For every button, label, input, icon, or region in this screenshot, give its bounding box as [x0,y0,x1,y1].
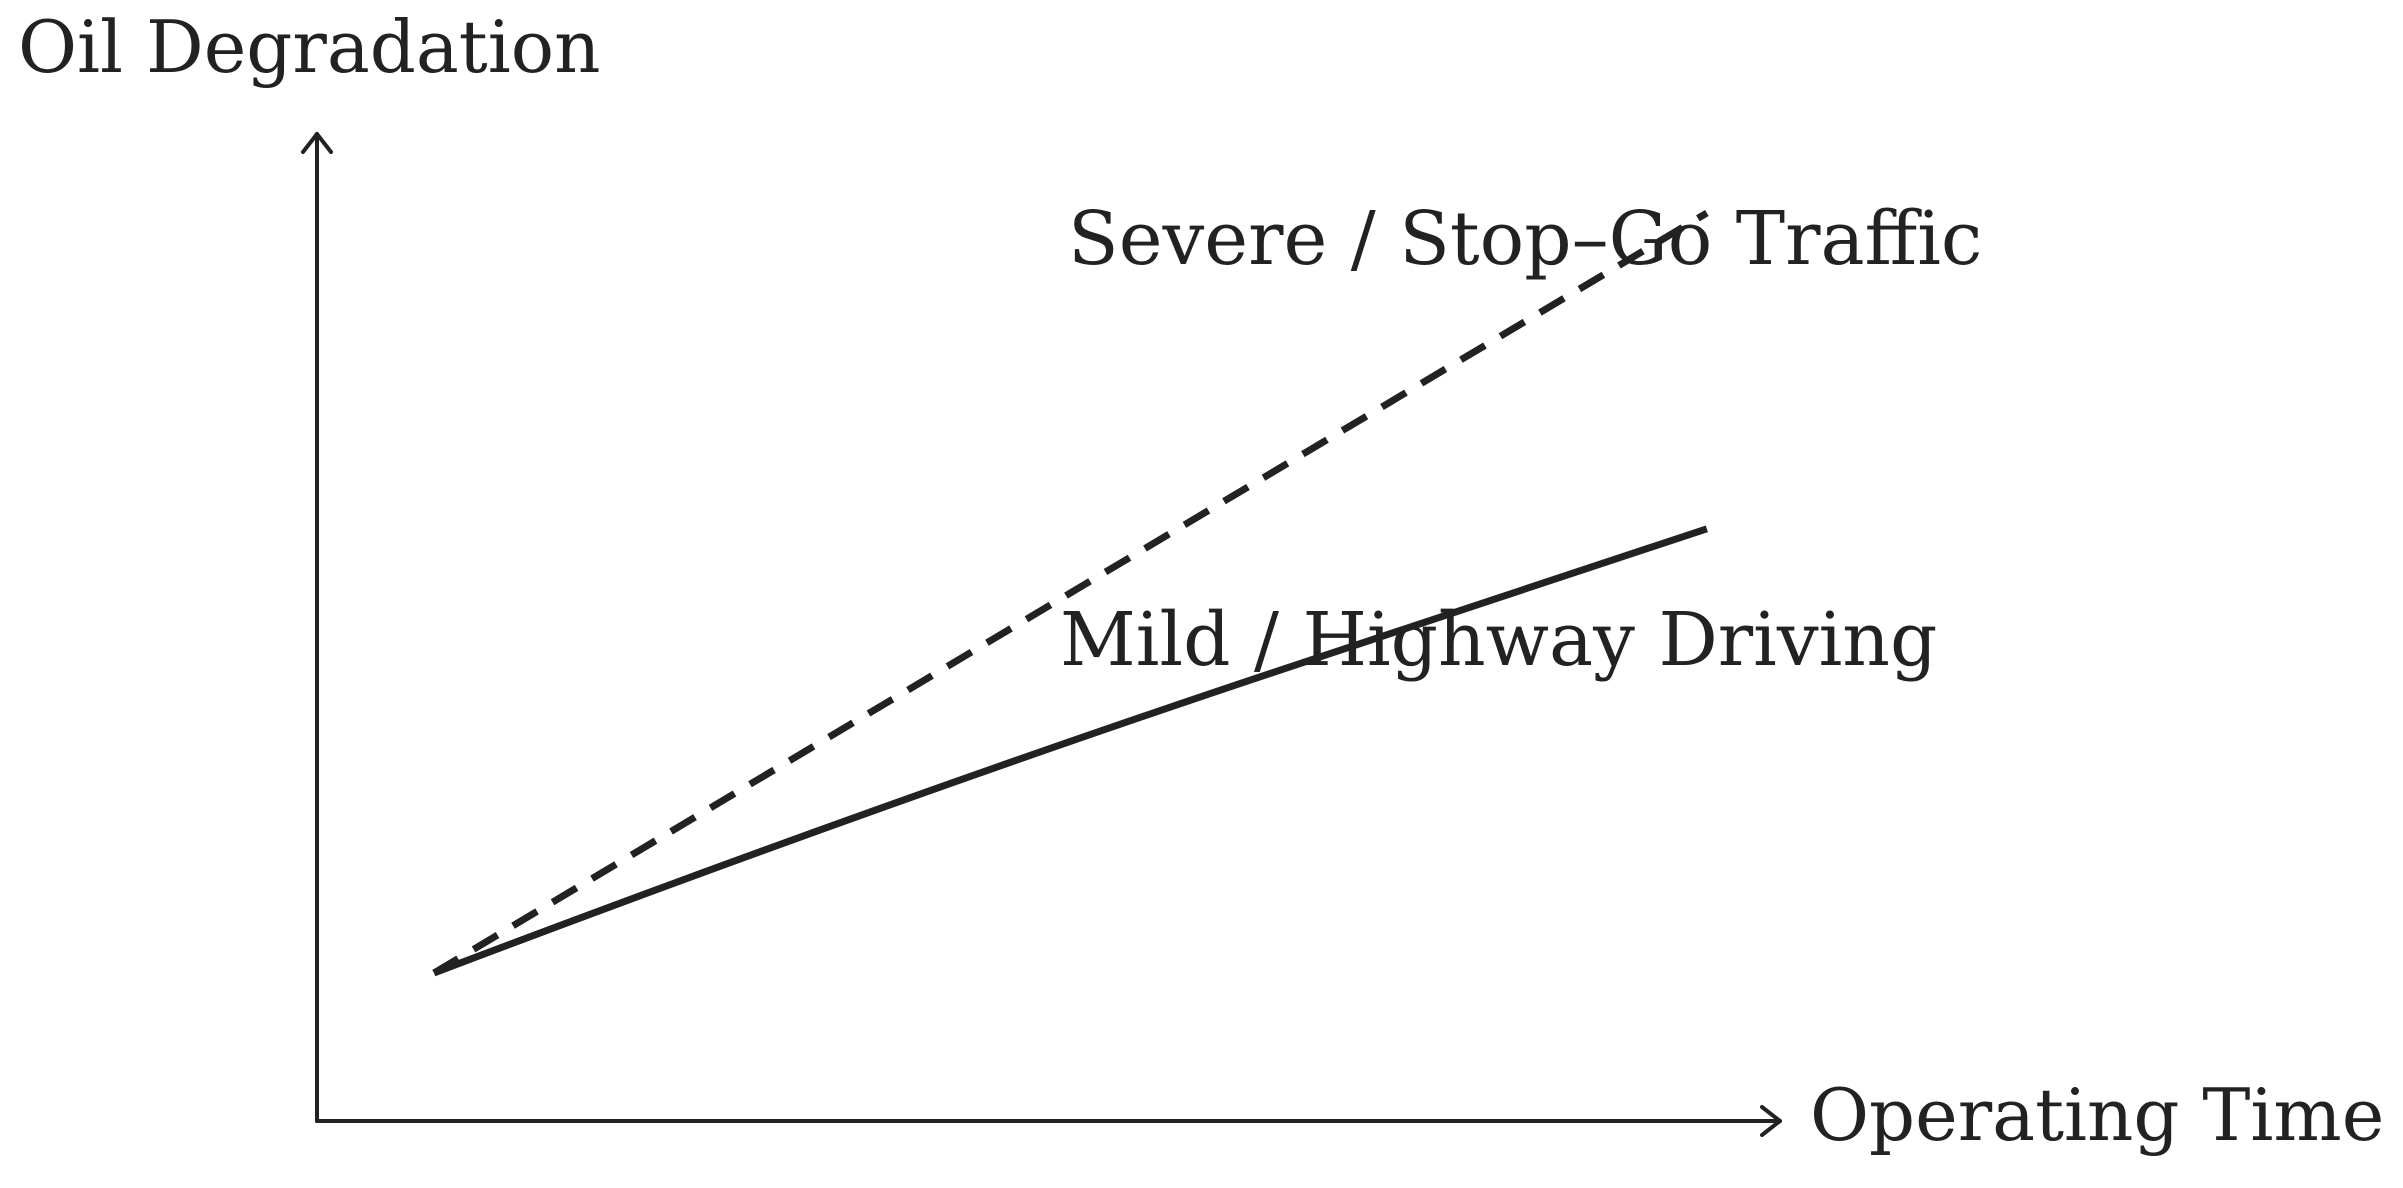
series-label-mild: Mild / Highway Driving [1060,597,1937,683]
x-axis-title: Operating Time [1810,1073,2384,1157]
series-line-severe [432,209,1709,976]
y-axis-arrow [301,132,333,154]
y-axis-title: Oil Degradation [18,5,600,89]
x-axis-arrow [1760,1105,1782,1137]
series-layer [432,209,1709,977]
series-label-severe: Severe / Stop–Go Traffic [1068,196,1982,282]
series-line-mild [432,525,1708,977]
